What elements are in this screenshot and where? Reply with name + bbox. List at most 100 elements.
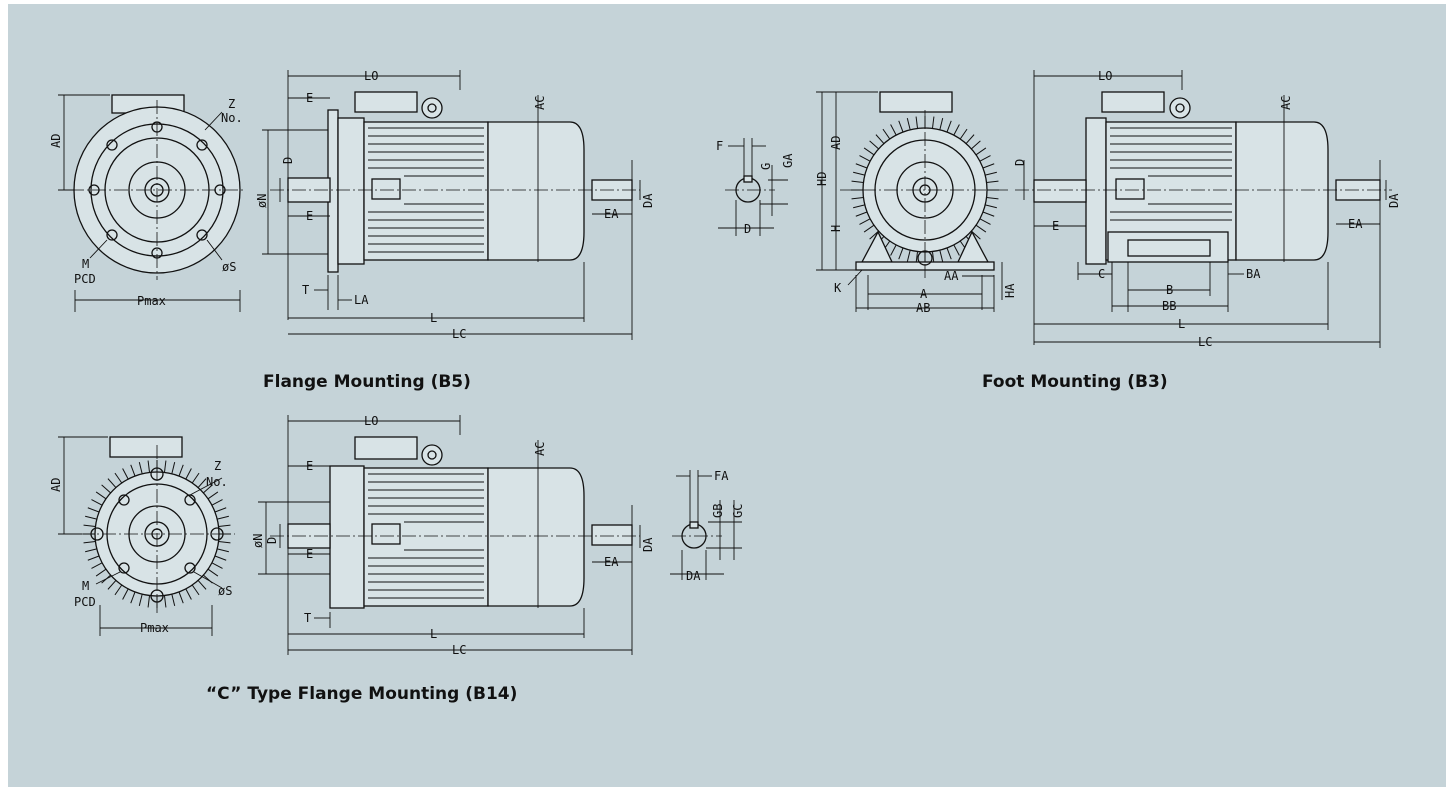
cooling-fin	[898, 247, 904, 260]
cooling-fin	[863, 147, 875, 156]
cooling-fin	[122, 588, 129, 600]
label-b14-z: Z	[214, 459, 221, 473]
cooling-fin	[975, 224, 987, 233]
cooling-fin	[85, 548, 97, 553]
b3-shaft-detail	[718, 138, 788, 236]
cooling-fin	[979, 155, 991, 162]
cooling-fin	[851, 196, 864, 200]
label-b14-lc: LC	[452, 643, 466, 657]
cooling-fin	[130, 464, 136, 477]
caption-b3: Foot Mounting (B3)	[982, 372, 1168, 392]
cooling-fin	[906, 250, 911, 262]
cooling-fin	[138, 462, 143, 474]
cooling-fin	[87, 555, 100, 561]
cooling-fin	[163, 595, 167, 608]
label-b3-e: E	[1052, 219, 1059, 233]
b14-shaft-detail	[670, 470, 742, 580]
label-b5-n: øN	[255, 194, 269, 208]
cooling-fin	[91, 499, 103, 506]
cooling-fin	[875, 134, 885, 144]
b3-front-view	[816, 91, 1010, 312]
cooling-fin	[890, 124, 897, 136]
cooling-fin	[982, 211, 995, 217]
cooling-fin	[859, 155, 871, 162]
motor-dimension-drawing: AD Z No. M PCD øS Pmax LO E E D øN T LA …	[49, 69, 1401, 657]
dimension-labels: AD Z No. M PCD øS Pmax LO E E D øN T LA …	[49, 69, 1401, 657]
cooling-fin	[869, 140, 879, 150]
terminal-box-icon	[109, 436, 183, 458]
cooling-fin	[855, 163, 868, 169]
label-b3-sd: D	[744, 222, 751, 236]
label-b5-lc: LC	[452, 327, 466, 341]
b3-side-view	[1015, 70, 1392, 348]
cooling-fin	[163, 460, 167, 473]
label-b3-da: DA	[1387, 193, 1401, 208]
cooling-fin	[931, 116, 935, 129]
cooling-fin	[982, 163, 995, 169]
label-b14-s: øS	[218, 584, 232, 598]
label-b14-e1: E	[306, 459, 313, 473]
cooling-fin	[890, 244, 897, 256]
cooling-fin	[191, 472, 200, 484]
cooling-fin	[853, 171, 865, 176]
label-b3-ea: EA	[1348, 217, 1363, 231]
cooling-fin	[114, 472, 123, 484]
cooling-fin	[138, 594, 143, 606]
label-b5-e2: E	[306, 209, 313, 223]
cooling-fin	[207, 568, 219, 577]
cooling-fin	[85, 515, 97, 520]
label-b3-l: L	[1178, 317, 1185, 331]
eye-bolt-icon	[421, 444, 443, 466]
label-b5-m: M	[82, 257, 89, 271]
label-b3-h: H	[829, 225, 843, 232]
cooling-fin	[87, 507, 100, 513]
cooling-fin	[853, 204, 865, 209]
cooling-fin	[171, 594, 176, 606]
b5-side-view	[262, 70, 641, 340]
label-b3-aa: AA	[944, 269, 959, 283]
label-b5-l: L	[430, 311, 437, 325]
label-b3-ha: HA	[1003, 283, 1017, 298]
cooling-fin	[101, 484, 111, 494]
label-b14-pcd: PCD	[74, 595, 96, 609]
cooling-fin	[107, 580, 117, 590]
cooling-fin	[851, 180, 864, 184]
cooling-fin	[185, 588, 192, 600]
cooling-fin	[203, 484, 213, 494]
cooling-fin	[178, 464, 184, 477]
cooling-fin	[83, 540, 96, 544]
cooling-fin-icon	[83, 460, 231, 608]
label-b14-da-shaft: DA	[686, 569, 701, 583]
label-b5-no: No.	[221, 111, 243, 125]
label-b3-d: D	[1013, 159, 1027, 166]
label-b14-d: D	[265, 537, 279, 544]
cooling-fin	[855, 211, 868, 217]
label-b5-la: LA	[354, 293, 369, 307]
label-b14-da: DA	[641, 537, 655, 552]
label-b14-no: No.	[206, 475, 228, 489]
cooling-fin	[211, 499, 223, 506]
cooling-fin	[114, 584, 123, 596]
cooling-fin	[95, 491, 107, 500]
label-b5-ea: EA	[604, 207, 619, 221]
label-b3-ga: GA	[781, 153, 795, 168]
label-b14-t: T	[304, 611, 311, 625]
label-b3-f: F	[716, 139, 723, 153]
label-b3-b: B	[1166, 283, 1173, 297]
cooling-fin	[147, 595, 151, 608]
cooling-fin	[863, 224, 875, 233]
label-b5-ad: AD	[49, 134, 63, 148]
cooling-fin	[985, 204, 997, 209]
cooling-fin	[197, 478, 207, 488]
b5-front-view	[58, 94, 245, 312]
label-b5-d: D	[281, 157, 295, 164]
label-b5-ac: AC	[533, 96, 547, 110]
cooling-fin	[171, 462, 176, 474]
label-b14-gb: GB	[711, 504, 725, 518]
label-b3-ad: AD	[829, 136, 843, 150]
cooling-fin	[207, 491, 219, 500]
cooling-fin	[986, 196, 999, 200]
eye-bolt-icon	[421, 97, 443, 119]
cooling-fin	[130, 591, 136, 604]
label-b3-k: K	[834, 281, 842, 295]
